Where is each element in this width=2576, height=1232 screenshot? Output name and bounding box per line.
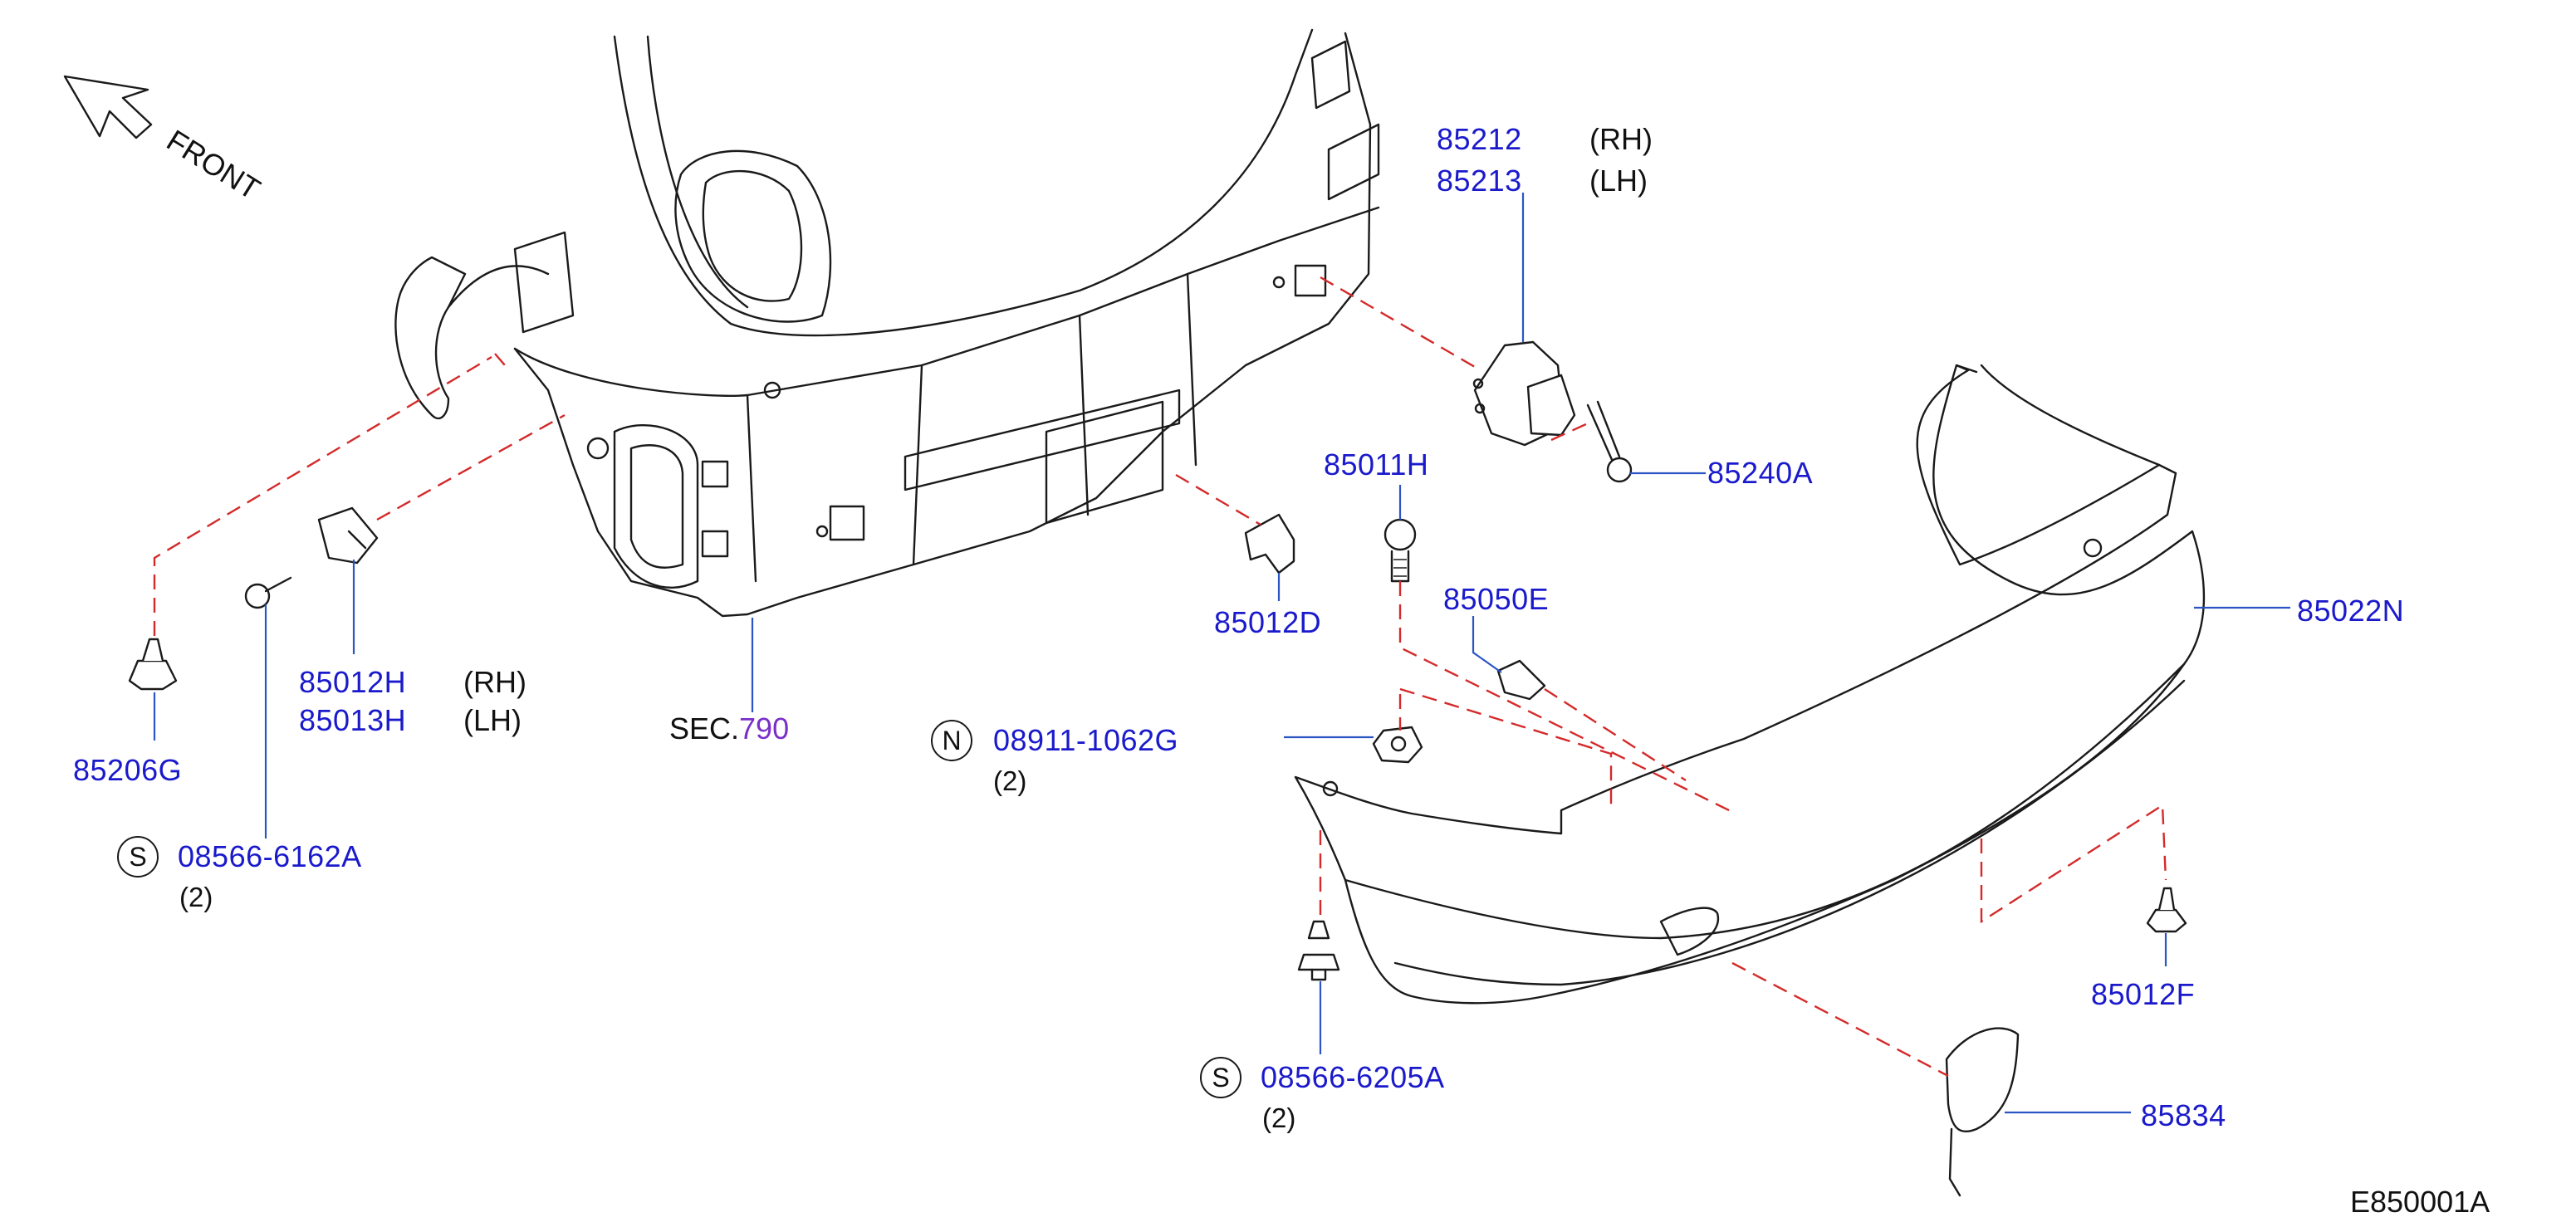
quantity-08911-1062G: (2) <box>993 765 1026 796</box>
fastener-symbol-s: S <box>129 842 146 872</box>
part-number-08566-6162A[interactable]: 08566-6162A <box>178 839 362 873</box>
part-number-85212[interactable]: 85212 <box>1437 122 1522 156</box>
part-number-85213[interactable]: 85213 <box>1437 164 1522 198</box>
section-prefix: SEC. <box>669 711 739 746</box>
part-number-85012F[interactable]: 85012F <box>2091 977 2195 1011</box>
part-number-08566-6205A[interactable]: 08566-6205A <box>1261 1060 1445 1094</box>
part-number-85834[interactable]: 85834 <box>2141 1098 2226 1132</box>
part-number-85012H[interactable]: 85012H <box>299 665 406 699</box>
rear-bumper-fascia <box>1294 364 2206 1005</box>
rear-body-panel <box>513 28 1380 618</box>
part-number-85206G[interactable]: 85206G <box>73 753 182 787</box>
diagram-id: E850001A <box>2350 1185 2490 1219</box>
front-arrow-icon <box>63 75 153 139</box>
part-number-85011H[interactable]: 85011H <box>1324 447 1428 482</box>
part-number-85013H[interactable]: 85013H <box>299 703 406 737</box>
standard-part-symbol-2 <box>1200 1057 1241 1098</box>
part-number-85022N[interactable]: 85022N <box>2297 594 2404 628</box>
part-number-85012D[interactable]: 85012D <box>1214 605 1321 639</box>
clip-85012F <box>2146 887 2187 933</box>
part-85212-bracket <box>1472 340 1576 447</box>
nut-part-symbol <box>931 720 972 761</box>
part-number-85050E[interactable]: 85050E <box>1443 582 1549 616</box>
assembly-dashed-lines <box>153 276 2167 1078</box>
leader-lines <box>153 193 2290 1114</box>
fastener-symbol-s-2: S <box>1212 1063 1229 1093</box>
part-number-85240A[interactable]: 85240A <box>1707 456 1813 490</box>
screw-08566-6162A <box>244 576 292 609</box>
side-lh-85213: (LH) <box>1589 164 1648 198</box>
standard-part-symbol <box>117 836 159 878</box>
clip-85206G <box>128 638 178 691</box>
side-lh-85013H: (LH) <box>463 703 522 737</box>
side-rh-85012H: (RH) <box>463 665 526 699</box>
bracket-85012D <box>1244 513 1295 574</box>
side-rh-85212: (RH) <box>1589 122 1653 156</box>
screw-08566-6205A <box>1297 920 1340 981</box>
fastener-symbol-n: N <box>942 726 961 755</box>
tow-hook-cover <box>1945 1027 2020 1197</box>
part-number-08911-1062G[interactable]: 08911-1062G <box>993 723 1178 757</box>
quantity-08566-6162A: (2) <box>179 882 213 912</box>
section-reference[interactable]: SEC.790 <box>669 711 789 746</box>
clip-85050E <box>1496 659 1546 701</box>
quantity-08566-6205A: (2) <box>1262 1102 1295 1133</box>
bolt-85011H <box>1383 518 1417 583</box>
screw-85240A <box>1586 400 1633 483</box>
section-number[interactable]: 790 <box>739 711 789 746</box>
nut-08911-1062G <box>1372 726 1423 764</box>
bracket-85012H <box>317 506 379 565</box>
front-label: FRONT <box>161 123 267 206</box>
quarter-panel-left <box>394 256 550 420</box>
